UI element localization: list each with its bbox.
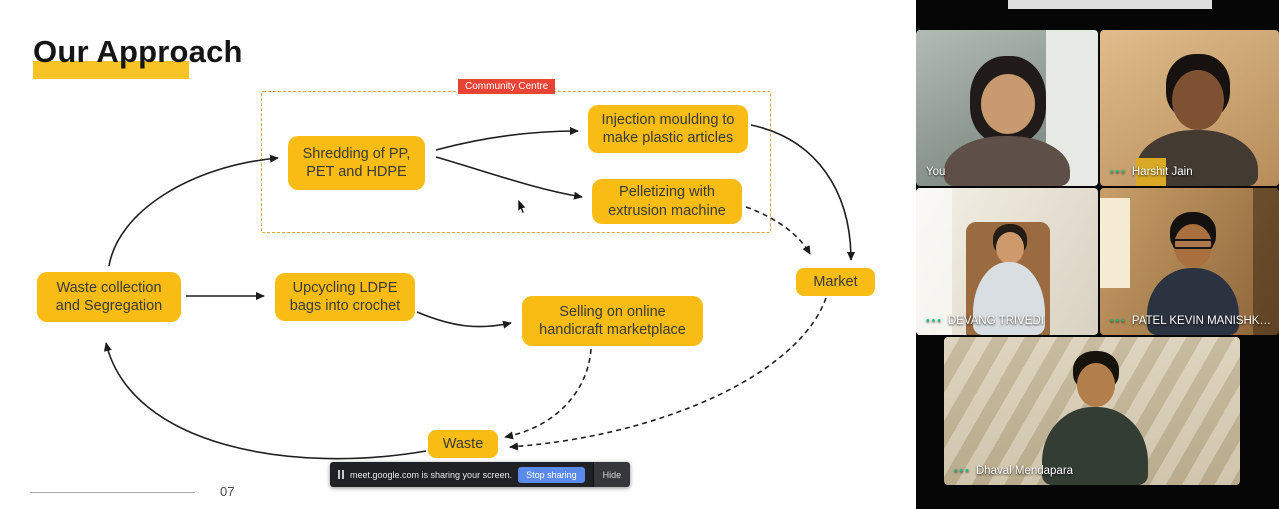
person-torso [1042,407,1148,485]
dark-panel [1253,188,1279,335]
shared-screen-slide: Our Approach Community Centre Waste coll… [0,0,916,509]
screen-share-message-area: meet.google.com is sharing your screen. … [330,462,593,487]
audio-indicator-icon: ●●● [1110,169,1127,175]
person-torso [973,262,1045,335]
participant-name: PATEL KEVIN MANISHK… [1131,315,1271,327]
video-tile-dhaval-mendapara[interactable]: ●●● Dhaval Mendapara [944,337,1240,485]
participant-name-label: ●●● Harshit Jain [1110,166,1193,178]
footer-line [30,492,195,493]
person-face [1174,224,1212,268]
audio-indicator-icon: ●●● [954,468,971,474]
arrow-waste-to-collection [103,342,427,460]
node-market: Market [796,268,875,296]
yellow-shirt-accent [1136,158,1166,186]
person-torso [944,136,1070,186]
slide-title: Our Approach [33,34,243,69]
title-highlight [33,61,189,79]
screen-share-bar: meet.google.com is sharing your screen. … [330,462,631,487]
audio-indicator-icon: ●●● [926,318,943,324]
arrow-selling-to-waste [504,348,592,440]
node-shredding: Shredding of PP, PET and HDPE [288,136,425,190]
video-tile-harshit-jain[interactable]: ●●● Harshit Jain [1100,30,1279,186]
participants-panel: You ●●● Harshit Jain ●●● DEVANG TRIVEDI [916,0,1279,509]
video-tile-patel-kevin[interactable]: ●●● PATEL KEVIN MANISHK… [1100,188,1279,335]
participant-name-label: ●●● DEVANG TRIVEDI [926,315,1044,327]
community-centre-label: Community Centre [458,79,556,94]
participant-name-label: ●●● PATEL KEVIN MANISHK… [1110,315,1271,327]
node-pelletizing: Pelletizing with extrusion machine [592,179,742,224]
person-face [1172,70,1224,130]
node-injection-moulding: Injection moulding to make plastic artic… [588,105,748,153]
partial-tile [1008,0,1212,9]
stop-sharing-button[interactable]: Stop sharing [518,466,585,483]
window-light [916,188,952,335]
audio-indicator-icon: ●●● [1110,318,1127,324]
participant-name: Dhaval Mendapara [975,465,1074,477]
arrow-collection-to-shredding [108,154,279,267]
node-upcycling: Upcycling LDPE bags into crochet [275,273,415,321]
glasses-icon [1173,239,1213,249]
node-selling-online: Selling on online handicraft marketplace [522,296,703,346]
node-waste: Waste [428,430,498,458]
hide-share-bar-button[interactable]: Hide [592,462,631,487]
arrow-upcycling-to-selling [416,311,512,329]
person-face [981,74,1035,134]
node-waste-collection: Waste collection and Segregation [37,272,181,322]
screen-share-message: meet.google.com is sharing your screen. [350,469,513,480]
person-torso [1147,268,1239,335]
window-light [1100,198,1130,288]
participant-name-label: You [926,166,945,178]
participant-name-label: ●●● Dhaval Mendapara [954,465,1073,477]
page-number: 07 [220,484,235,499]
person-face [996,232,1024,264]
participant-name: Harshit Jain [1131,166,1193,178]
participant-name: DEVANG TRIVEDI [947,315,1044,327]
video-tile-you[interactable]: You [916,30,1098,186]
participant-name: You [926,166,946,178]
video-tile-devang-trivedi[interactable]: ●●● DEVANG TRIVEDI [916,188,1098,335]
person-face [1077,363,1115,407]
pause-icon [338,470,344,479]
